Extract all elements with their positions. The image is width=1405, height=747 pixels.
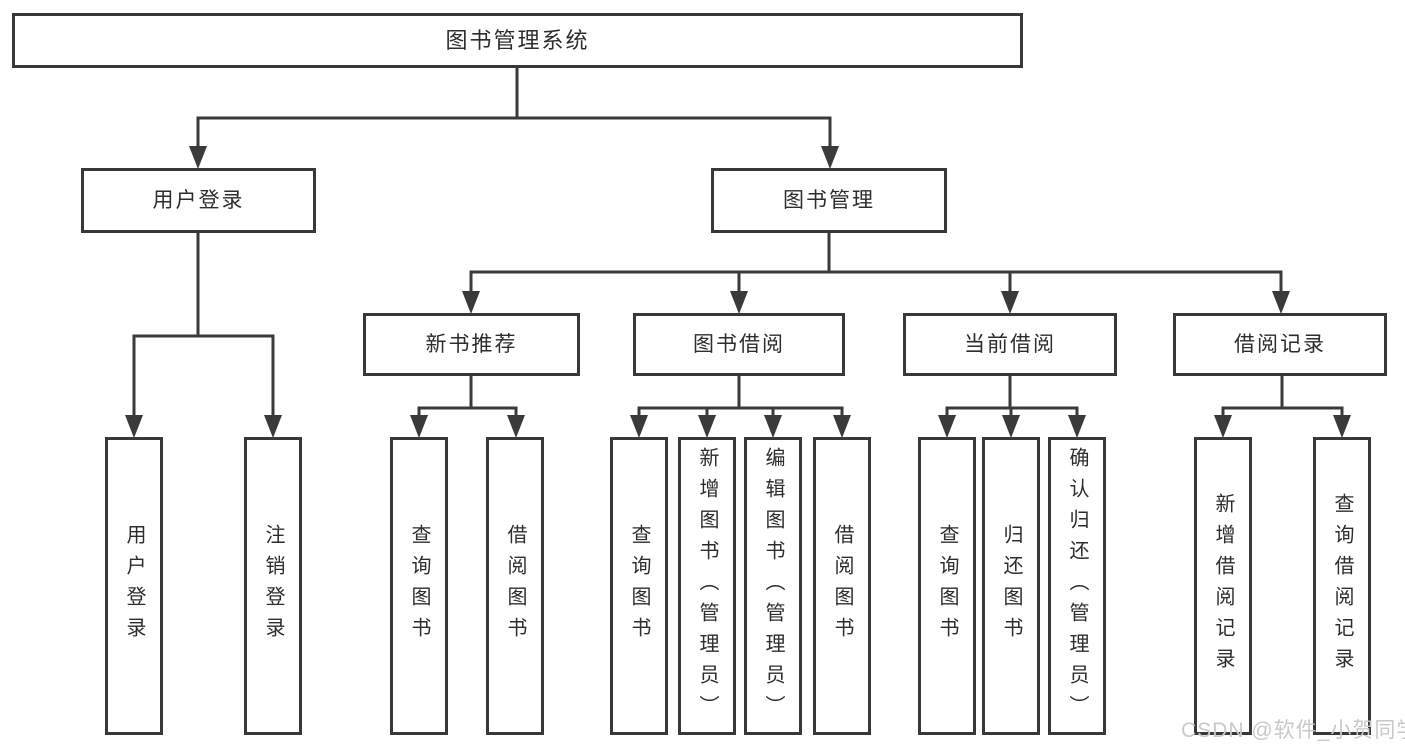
arrowhead-icon	[189, 146, 207, 169]
csdn-watermark: CSDN @软件_小贺同学	[1181, 719, 1405, 742]
leaf-borrow-book-borrowing: 借阅图书	[813, 437, 871, 735]
leaf-add-borrow-record: 新增借阅记录	[1194, 437, 1252, 735]
leaf-edit-book-admin-label: 编辑图书（管理员）	[762, 446, 784, 726]
arrowhead-icon	[507, 415, 525, 438]
leaf-query-book-recommend: 查询图书	[390, 437, 448, 735]
leaf-logout-label: 注销登录	[262, 524, 284, 648]
node-borrowing-records-label: 借阅记录	[1234, 333, 1326, 356]
leaf-user-login: 用户登录	[105, 437, 163, 735]
leaf-query-borrow-record: 查询借阅记录	[1313, 437, 1371, 735]
node-new-book-recommendation-label: 新书推荐	[425, 333, 518, 356]
node-book-management-label: 图书管理	[783, 189, 875, 212]
arrowhead-icon	[1333, 415, 1351, 438]
leaf-query-book-borrowing: 查询图书	[610, 437, 668, 735]
leaf-confirm-return-admin: 确认归还（管理员）	[1048, 437, 1106, 735]
leaf-user-login-label: 用户登录	[123, 524, 145, 648]
node-new-book-recommendation: 新书推荐	[363, 313, 580, 376]
arrowhead-icon	[1001, 291, 1019, 314]
node-book-borrowing-label: 图书借阅	[693, 333, 785, 356]
arrowhead-icon	[833, 415, 851, 438]
node-library-management-system: 图书管理系统	[12, 13, 1023, 68]
arrowhead-icon	[410, 415, 428, 438]
leaf-confirm-return-admin-label: 确认归还（管理员）	[1066, 446, 1088, 726]
node-library-management-system-label: 图书管理系统	[445, 27, 590, 53]
arrowhead-icon	[938, 415, 956, 438]
leaf-query-book-current-label: 查询图书	[936, 524, 958, 648]
node-book-management: 图书管理	[711, 168, 947, 233]
node-book-borrowing: 图书借阅	[633, 313, 845, 376]
arrowhead-icon	[698, 415, 716, 438]
arrowhead-icon	[125, 415, 143, 438]
arrowhead-icon	[764, 415, 782, 438]
leaf-return-book-label: 归还图书	[1000, 524, 1022, 648]
node-user-login-label: 用户登录	[152, 189, 245, 212]
leaf-logout: 注销登录	[244, 437, 302, 735]
arrowhead-icon	[1214, 415, 1232, 438]
arrowhead-icon	[730, 291, 748, 314]
leaf-add-book-admin: 新增图书（管理员）	[678, 437, 736, 735]
leaf-add-book-admin-label: 新增图书（管理员）	[696, 446, 718, 726]
leaf-borrow-book-recommend: 借阅图书	[486, 437, 544, 735]
leaf-query-book-recommend-label: 查询图书	[408, 524, 430, 648]
leaf-return-book: 归还图书	[982, 437, 1040, 735]
arrowhead-icon	[630, 415, 648, 438]
arrowhead-icon	[1068, 415, 1086, 438]
node-borrowing-records: 借阅记录	[1173, 313, 1387, 376]
node-user-login: 用户登录	[81, 168, 316, 233]
leaf-borrow-book-borrowing-label: 借阅图书	[831, 524, 853, 648]
node-current-borrowing-label: 当前借阅	[964, 333, 1056, 356]
arrowhead-icons	[125, 146, 1351, 438]
leaf-borrow-book-recommend-label: 借阅图书	[504, 524, 526, 648]
leaf-add-borrow-record-label: 新增借阅记录	[1212, 493, 1234, 679]
arrowhead-icon	[1272, 291, 1290, 314]
connector-strokes	[132, 66, 1344, 418]
leaf-query-borrow-record-label: 查询借阅记录	[1331, 493, 1353, 679]
leaf-query-book-borrowing-label: 查询图书	[628, 524, 650, 648]
arrowhead-icon	[821, 146, 839, 169]
arrowhead-icon	[1002, 415, 1020, 438]
arrowhead-icon	[264, 415, 282, 438]
arrowhead-icon	[462, 291, 480, 314]
leaf-edit-book-admin: 编辑图书（管理员）	[744, 437, 802, 735]
leaf-query-book-current: 查询图书	[918, 437, 976, 735]
node-current-borrowing: 当前借阅	[903, 313, 1117, 376]
